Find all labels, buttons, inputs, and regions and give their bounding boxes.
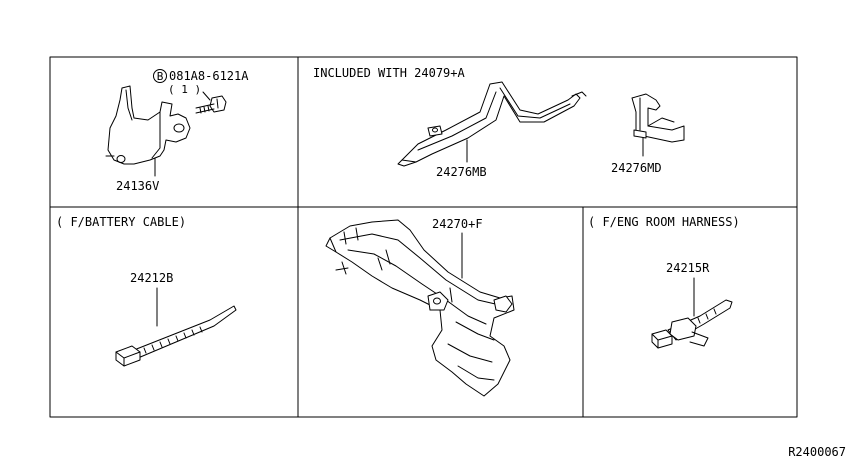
protector-mb-part-number: 24276MB xyxy=(436,165,487,179)
bolt-label: B 081A8-6121A ( 1 ) xyxy=(153,69,249,96)
bracket-part-number: 24136V xyxy=(116,179,159,193)
harness-clip-part-number: 24215R xyxy=(666,261,710,275)
included-note: INCLUDED WITH 24079+A xyxy=(313,66,465,80)
panel-battery-cable: ( F/BATTERY CABLE) 24212B xyxy=(56,215,237,367)
panel-protectors: INCLUDED WITH 24079+A 24276MB 24276MD xyxy=(313,66,685,179)
battery-cable-note: ( F/BATTERY CABLE) xyxy=(56,215,186,229)
diagram-reference: R2400067 xyxy=(788,445,846,459)
bolt-quantity: ( 1 ) xyxy=(168,83,201,96)
cable-tie-illustration xyxy=(115,305,237,367)
eng-room-harness-note: ( F/ENG ROOM HARNESS) xyxy=(588,215,740,229)
protector-mb-illustration xyxy=(397,81,587,167)
harness-clip-illustration xyxy=(651,299,733,349)
bolt-part-number: 081A8-6121A xyxy=(169,69,249,83)
diagram-frame xyxy=(49,56,798,418)
circled-letter: B xyxy=(157,70,164,83)
harness-protector-illustration xyxy=(325,219,515,397)
panel-eng-room-harness: ( F/ENG ROOM HARNESS) 24215R xyxy=(588,215,740,349)
harness-protector-part-number: 24270+F xyxy=(432,217,483,231)
bracket-illustration xyxy=(105,85,191,177)
panel-harness-protector: 24270+F xyxy=(325,217,515,397)
bolt-illustration xyxy=(195,91,227,114)
cable-tie-part-number: 24212B xyxy=(130,271,173,285)
protector-md-illustration xyxy=(631,93,685,157)
panel-bracket: B 081A8-6121A ( 1 ) 24136V xyxy=(105,69,249,193)
protector-md-part-number: 24276MD xyxy=(611,161,662,175)
circled-letter-mark xyxy=(153,69,167,83)
